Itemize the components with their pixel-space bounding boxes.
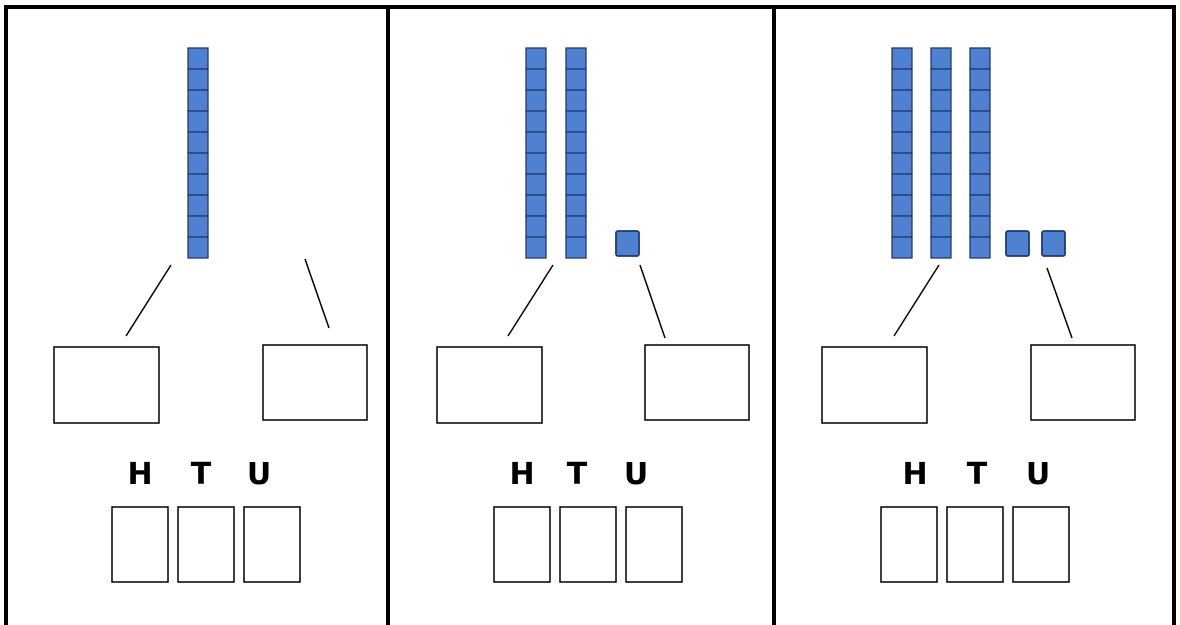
ten-rod-icon bbox=[891, 47, 913, 259]
hundreds-header: H bbox=[509, 457, 534, 492]
base-ten-blocks bbox=[891, 47, 1066, 259]
hundreds-header: H bbox=[902, 457, 927, 492]
ten-rod-icon bbox=[565, 47, 587, 259]
ten-rod-icon bbox=[525, 47, 547, 259]
panel-3: H T U bbox=[821, 47, 1136, 583]
tens-header: T bbox=[191, 457, 212, 492]
units-answer-box[interactable] bbox=[262, 344, 368, 421]
connector-line-units bbox=[639, 264, 666, 339]
connector-line-units bbox=[1046, 267, 1073, 339]
hundreds-digit-box[interactable] bbox=[111, 506, 169, 583]
connector-line-tens bbox=[893, 264, 940, 337]
unit-cube-icon bbox=[615, 230, 640, 257]
panel-2: H T U bbox=[436, 47, 750, 583]
worksheet-frame bbox=[4, 5, 1176, 625]
hundreds-digit-box[interactable] bbox=[880, 506, 938, 583]
units-digit-box[interactable] bbox=[243, 506, 301, 583]
base-ten-blocks bbox=[187, 47, 209, 259]
ten-rod-icon bbox=[969, 47, 991, 259]
panel-1: H T U bbox=[53, 47, 368, 583]
tens-digit-box[interactable] bbox=[559, 506, 617, 583]
tens-digit-box[interactable] bbox=[177, 506, 235, 583]
hundreds-digit-box[interactable] bbox=[493, 506, 551, 583]
units-answer-box[interactable] bbox=[1030, 344, 1136, 421]
units-digit-box[interactable] bbox=[1012, 506, 1070, 583]
units-digit-box[interactable] bbox=[625, 506, 683, 583]
units-answer-box[interactable] bbox=[644, 344, 750, 421]
unit-cube-icon bbox=[1041, 230, 1066, 257]
connector-line-units bbox=[304, 258, 330, 329]
unit-cube-icon bbox=[1005, 230, 1030, 257]
ten-rod-icon bbox=[187, 47, 209, 259]
tens-header: T bbox=[567, 457, 588, 492]
units-header: U bbox=[247, 457, 271, 492]
tens-answer-box[interactable] bbox=[821, 346, 928, 424]
units-header: U bbox=[1026, 457, 1050, 492]
connector-line-tens bbox=[507, 264, 554, 337]
tens-answer-box[interactable] bbox=[53, 346, 160, 424]
hundreds-header: H bbox=[127, 457, 152, 492]
connector-line-tens bbox=[125, 264, 172, 337]
tens-digit-box[interactable] bbox=[946, 506, 1004, 583]
tens-answer-box[interactable] bbox=[436, 346, 543, 424]
tens-header: T bbox=[967, 457, 988, 492]
ten-rod-icon bbox=[930, 47, 952, 259]
units-header: U bbox=[624, 457, 648, 492]
base-ten-blocks bbox=[525, 47, 640, 259]
